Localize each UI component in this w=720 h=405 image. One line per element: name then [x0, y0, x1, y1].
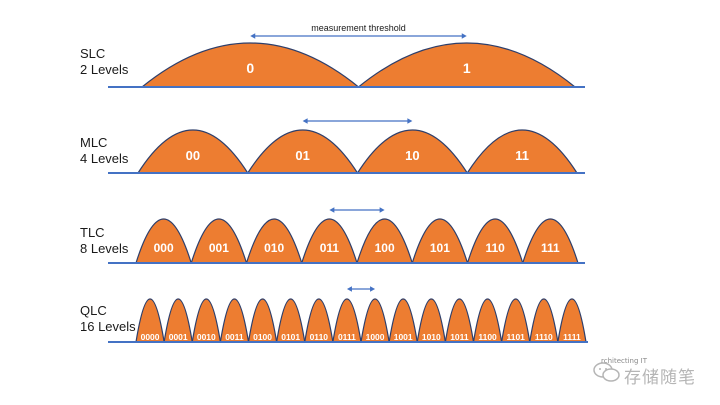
- slc-arrow-head-left: [250, 33, 256, 39]
- tlc-row: 000 001 010 011 100 101 110 111: [108, 218, 585, 264]
- mlc-levels: 4 Levels: [80, 151, 129, 166]
- mlc-state-label: 00: [186, 148, 200, 163]
- tlc-state-hump: [300, 218, 358, 264]
- qlc-state-label: 0000: [141, 332, 160, 342]
- watermark-main-text: 存储随笔: [624, 368, 696, 388]
- slc-state-label: 1: [463, 60, 471, 76]
- mlc-label: MLC 4 Levels: [80, 135, 128, 167]
- qlc-state-label: 1011: [450, 332, 469, 342]
- tlc-state-hump: [245, 218, 303, 264]
- slc-levels: 2 Levels: [80, 62, 129, 77]
- tlc-state-label: 111: [541, 241, 560, 255]
- qlc-levels: 16 Levels: [80, 319, 136, 334]
- tlc-state-hump: [411, 218, 469, 264]
- tlc-state-label: 100: [375, 241, 395, 255]
- tlc-state-hump: [466, 218, 524, 264]
- mlc-state-label: 01: [295, 148, 309, 163]
- mlc-state-label: 11: [515, 148, 529, 163]
- qlc-state-hump: [163, 298, 193, 343]
- qlc-state-label: 0001: [169, 332, 188, 342]
- qlc-state-label: 0100: [253, 332, 272, 342]
- mlc-arrow-head-left: [302, 118, 308, 124]
- tlc-arrow-head-right: [379, 207, 385, 213]
- qlc-state-hump: [247, 298, 278, 343]
- tlc-levels: 8 Levels: [80, 241, 129, 256]
- tlc-state-label: 101: [430, 241, 450, 255]
- mlc-state-hump: [466, 129, 579, 174]
- qlc-arrow-head-right: [370, 286, 376, 292]
- qlc-state-label: 1010: [422, 332, 441, 342]
- qlc-state-hump: [529, 298, 559, 343]
- tlc-state-label: 110: [485, 241, 505, 255]
- qlc-state-hump: [219, 298, 250, 343]
- tlc-state-label: 011: [320, 241, 340, 255]
- mlc-state-label: 10: [405, 148, 419, 163]
- qlc-state-hump: [557, 298, 587, 343]
- qlc-label: QLC 16 Levels: [80, 303, 136, 335]
- tlc-state-hump: [135, 218, 193, 264]
- qlc-state-hump: [332, 298, 362, 343]
- tlc-state-label: 001: [209, 241, 229, 255]
- qlc-row: 0000 0001 0010 0011 0100 0101 0110 0111 1000 1001…: [108, 298, 588, 343]
- mlc-row: 00 01 10 11: [108, 129, 585, 174]
- qlc-state-label: 0111: [338, 332, 356, 342]
- slc-arrow-head-right: [461, 33, 467, 39]
- qlc-state-label: 1111: [563, 332, 581, 342]
- qlc-state-hump: [191, 298, 222, 343]
- slc-state-label: 0: [246, 60, 254, 76]
- qlc-state-hump: [360, 298, 390, 343]
- qlc-state-hump: [388, 298, 418, 343]
- qlc-state-label: 0011: [225, 332, 244, 342]
- wechat-icon: [593, 362, 620, 382]
- mlc-threshold-arrow: [302, 118, 413, 124]
- qlc-state-label: 1000: [366, 332, 385, 342]
- qlc-arrow-head-left: [346, 286, 352, 292]
- mlc-arrow-head-right: [407, 118, 413, 124]
- slc-label: SLC 2 Levels: [80, 46, 128, 78]
- slc-state-hump: [356, 42, 577, 88]
- tlc-state-hump: [356, 218, 414, 264]
- qlc-name: QLC: [80, 303, 107, 318]
- qlc-state-hump: [472, 298, 503, 343]
- qlc-state-label: 0010: [197, 332, 216, 342]
- tlc-state-label: 000: [154, 241, 174, 255]
- mlc-name: MLC: [80, 135, 108, 150]
- qlc-state-hump: [135, 298, 165, 343]
- qlc-threshold-arrow: [346, 286, 376, 292]
- qlc-state-label: 1100: [478, 332, 497, 342]
- tlc-threshold-arrow: [329, 207, 385, 213]
- tlc-state-hump: [190, 218, 248, 264]
- qlc-state-hump: [275, 298, 306, 343]
- qlc-state-hump: [500, 298, 531, 343]
- qlc-state-label: 1001: [394, 332, 413, 342]
- tlc-state-label: 010: [264, 241, 284, 255]
- tlc-name: TLC: [80, 225, 105, 240]
- qlc-state-hump: [416, 298, 447, 343]
- qlc-state-hump: [304, 298, 334, 343]
- qlc-state-label: 0110: [310, 332, 329, 342]
- slc-threshold-arrow: measurement threshold: [250, 23, 467, 39]
- mlc-state-hump: [136, 129, 249, 174]
- slc-state-hump: [140, 42, 361, 88]
- mlc-state-hump: [246, 129, 359, 174]
- tlc-state-hump: [521, 218, 579, 264]
- tlc-label: TLC 8 Levels: [80, 225, 128, 257]
- slc-name: SLC: [80, 46, 106, 61]
- watermark-small-text: rchitecting IT: [601, 357, 647, 365]
- qlc-state-label: 0101: [281, 332, 300, 342]
- qlc-state-label: 1101: [506, 332, 525, 342]
- qlc-state-hump: [444, 298, 475, 343]
- qlc-state-label: 1110: [535, 332, 553, 342]
- mlc-state-hump: [356, 129, 469, 174]
- arrows-layer: measurement threshold: [250, 23, 467, 292]
- tlc-arrow-head-left: [329, 207, 335, 213]
- threshold-label: measurement threshold: [311, 23, 406, 33]
